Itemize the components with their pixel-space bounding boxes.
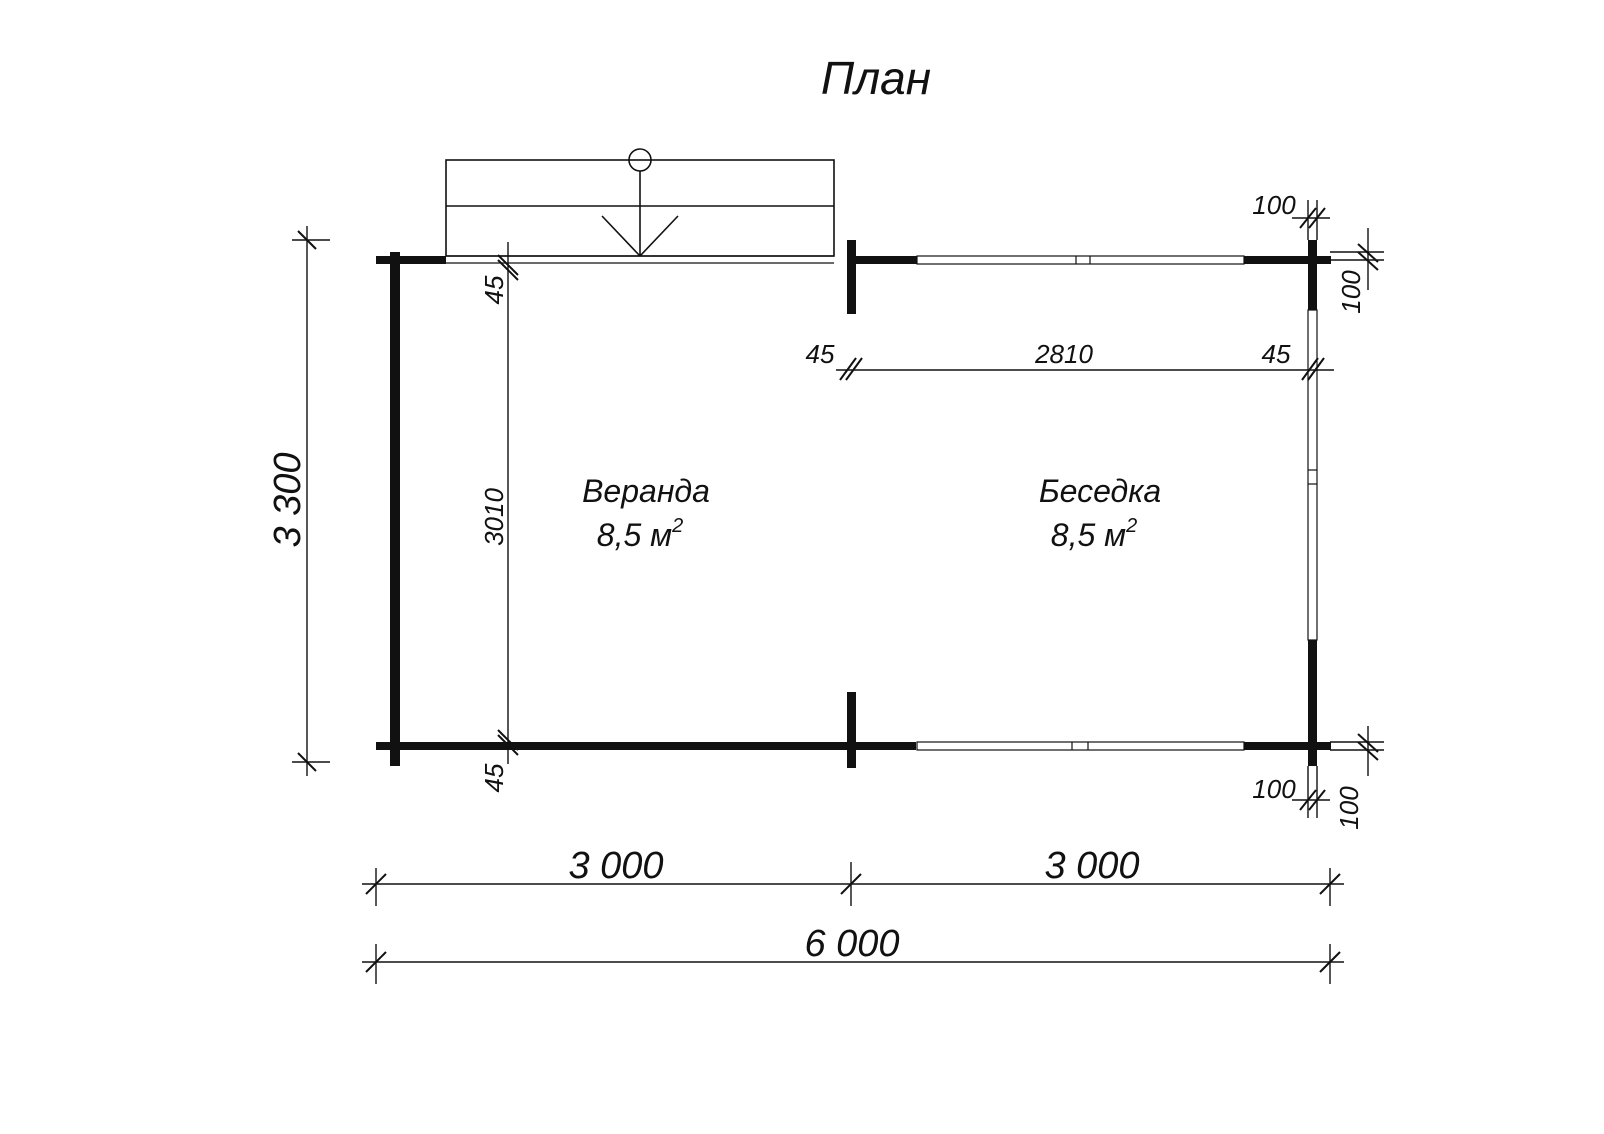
dim-bottom-wall-h-label: 100 <box>1252 774 1296 804</box>
dim-inner-width: 2810 45 45 <box>806 339 1334 381</box>
dim-left-width-label: 3 000 <box>568 845 663 887</box>
dim-inner-right-label: 45 <box>1262 339 1291 369</box>
dim-sections-width: 3 000 3 000 <box>362 845 1344 906</box>
dim-bottom-right-wall: 100 100 <box>1252 726 1384 830</box>
room-area: 8,5 м2 <box>597 515 683 553</box>
dim-inner-height-label: 3010 <box>479 488 509 546</box>
dim-total-height: 3 300 <box>267 226 330 776</box>
dim-total-height-label: 3 300 <box>267 452 309 547</box>
dim-inner-width-label: 2810 <box>1034 339 1093 369</box>
dim-inner-left-label: 45 <box>806 339 835 369</box>
porch-steps <box>445 148 835 257</box>
plan-title: План <box>821 52 931 104</box>
dim-top-wall-v-label: 100 <box>1336 270 1366 314</box>
dim-top-wall-h-label: 100 <box>1252 190 1296 220</box>
room-besedka: Беседка 8,5 м2 <box>1039 473 1161 553</box>
dim-right-width-label: 3 000 <box>1044 845 1139 887</box>
dim-total-width-label: 6 000 <box>804 923 899 965</box>
dim-total-width: 6 000 <box>362 923 1344 984</box>
dim-bottom-wall-v-label: 100 <box>1334 786 1364 830</box>
dim-top-right-wall: 100 100 <box>1252 190 1384 314</box>
openings <box>446 255 1318 751</box>
dim-inner-height: 3010 45 45 <box>479 242 519 792</box>
dim-inner-bottom-label: 45 <box>479 763 509 792</box>
room-veranda: Веранда 8,5 м2 <box>582 473 710 553</box>
room-name: Веранда <box>582 473 710 509</box>
room-area: 8,5 м2 <box>1051 515 1137 553</box>
walls <box>376 240 1331 768</box>
room-name: Беседка <box>1039 473 1161 509</box>
dim-inner-top-label: 45 <box>479 275 509 304</box>
